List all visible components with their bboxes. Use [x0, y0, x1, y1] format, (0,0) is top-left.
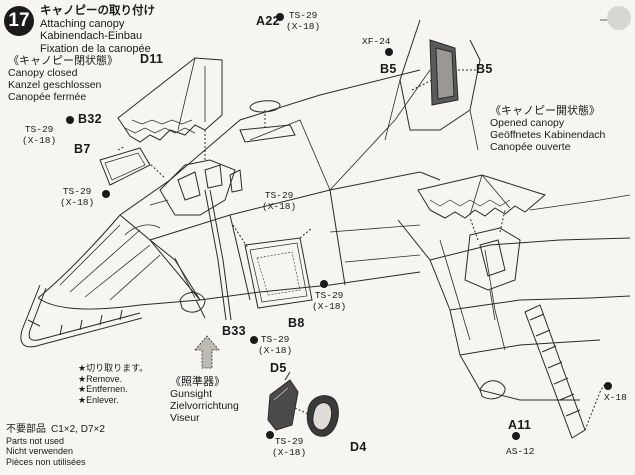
- paint-code-alt: (X-18): [312, 301, 347, 312]
- gunsight-fr: Viseur: [170, 412, 200, 424]
- canopy-d11: [117, 57, 223, 160]
- step-title-en: Attaching canopy: [40, 17, 125, 30]
- fuselage-outline: [37, 69, 441, 319]
- canopy-opened-fr: Canopée ouverte: [490, 141, 571, 153]
- paint-callout-b33: TS-29 (X-18): [258, 334, 292, 356]
- paint-code: TS-29: [288, 10, 318, 21]
- paint-callout-as12: AS-12: [506, 446, 535, 457]
- step-number-badge: 17: [4, 6, 34, 36]
- unused-parts-jp: 不要部品: [6, 424, 46, 435]
- canopy-closed-en: Canopy closed: [8, 67, 78, 79]
- canopy-opened-label: 《キャノピー開状態》 Opened canopy Geöffnetes Kabi…: [490, 105, 605, 153]
- canopy-opened-en: Opened canopy: [490, 117, 565, 129]
- paint-code-alt: (X-18): [60, 197, 95, 208]
- detail-top-right: [384, 19, 630, 151]
- canopy-closed-jp: 《キャノピー閉状態》: [8, 55, 118, 67]
- gunsight-en: Gunsight: [170, 388, 213, 400]
- cockpit-area: [124, 159, 243, 236]
- paint-code: TS-29: [264, 190, 294, 201]
- paint-dot-icon: [276, 13, 284, 21]
- part-a22: [239, 100, 296, 143]
- remove-note: ★切り取ります。 ★Remove. ★Entfernen. ★Enlever.: [78, 363, 148, 405]
- step-title-jp: キャノピーの取り付け: [40, 5, 155, 17]
- paint-code: TS-29: [24, 124, 54, 135]
- paint-callout-d4: TS-29 (X-18): [272, 436, 306, 458]
- paint-dot-icon: [250, 336, 258, 344]
- paint-callout-a22: TS-29 (X-18): [286, 10, 320, 32]
- part-label-b5-right: B5: [476, 62, 493, 76]
- paint-code-alt: (X-18): [22, 135, 57, 146]
- canopy-opened-de: Geöffnetes Kabinendach: [490, 129, 606, 141]
- part-label-b33: B33: [222, 324, 246, 338]
- paint-callout-b32: TS-29 (X-18): [22, 124, 56, 146]
- fuselage-right: [397, 194, 631, 401]
- part-label-a11: A11: [508, 418, 532, 432]
- part-b7: [99, 145, 166, 186]
- page-corner-mark: [607, 6, 631, 30]
- step-title: キャノピーの取り付け Attaching canopy Kabinendach-…: [40, 5, 155, 55]
- gunsight-jp: 《照準器》: [170, 376, 225, 388]
- paint-code: TS-29: [314, 290, 344, 301]
- part-label-d11: D11: [140, 52, 164, 66]
- remove-note-jp: ★切り取ります。: [78, 363, 149, 373]
- gunsight-de: Zielvorrichtung: [170, 400, 239, 412]
- part-label-b8: B8: [288, 316, 305, 330]
- step-title-fr: Fixation de la canopée: [40, 42, 151, 55]
- unused-parts-fr: Pièces non utilisées: [6, 456, 86, 467]
- part-label-b5-left: B5: [380, 62, 397, 76]
- remove-note-fr: ★Enlever.: [78, 394, 119, 405]
- paint-dot-icon: [320, 280, 328, 288]
- unused-parts-note: 不要部品 C1×2, D7×2 Parts not used Nicht ver…: [6, 424, 105, 467]
- gunsight-label: 《照準器》 Gunsight Zielvorrichtung Viseur: [170, 376, 239, 424]
- part-a11-ladder: [524, 304, 605, 439]
- remove-note-en: ★Remove.: [78, 373, 123, 384]
- canopy-closed-label: 《キャノピー閉状態》 Canopy closed Kanzel geschlos…: [8, 55, 118, 103]
- paint-dot-icon: [604, 382, 612, 390]
- paint-code-alt: (X-18): [272, 447, 307, 458]
- part-b33: [204, 189, 232, 321]
- unused-parts-list: C1×2, D7×2: [51, 424, 105, 435]
- part-label-a22: A22: [256, 14, 280, 28]
- paint-code: TS-29: [62, 186, 92, 197]
- part-label-b32: B32: [78, 112, 102, 126]
- part-label-b7: B7: [74, 142, 91, 156]
- paint-dot-icon: [266, 431, 274, 439]
- paint-code-alt: (X-18): [258, 345, 293, 356]
- paint-callout-mid: TS-29 (X-18): [262, 190, 296, 212]
- paint-dot-icon: [66, 116, 74, 124]
- nose-ladder: [20, 284, 143, 348]
- paint-code: TS-29: [274, 436, 304, 447]
- paint-callout-b8: TS-29 (X-18): [312, 290, 346, 312]
- canopy-opened-jp: 《キャノピー開状態》: [490, 105, 600, 117]
- paint-dot-icon: [102, 190, 110, 198]
- canopy-closed-fr: Canopée fermée: [8, 91, 87, 103]
- paint-code-alt: (X-18): [286, 21, 321, 32]
- unused-parts-de: Nicht verwenden: [6, 446, 74, 456]
- part-b8: [232, 224, 313, 309]
- paint-callout-xf24: XF-24: [362, 36, 391, 47]
- paint-dot-icon: [512, 432, 520, 440]
- remove-note-de: ★Entfernen.: [78, 384, 128, 394]
- paint-callout-x18: X-18: [604, 392, 627, 403]
- part-label-d5: D5: [270, 361, 287, 375]
- part-label-d4: D4: [350, 440, 367, 454]
- paint-code: TS-29: [260, 334, 290, 345]
- paint-dot-icon: [385, 48, 393, 56]
- direction-arrow-icon: [194, 335, 220, 369]
- step-title-de: Kabinendach-Einbau: [40, 30, 143, 42]
- gunsight-parts: [267, 371, 339, 437]
- paint-code-alt: (X-18): [262, 201, 297, 212]
- canopy-closed-de: Kanzel geschlossen: [8, 79, 102, 91]
- unused-parts-en: Parts not used: [6, 435, 65, 446]
- canopy-open: [417, 174, 547, 219]
- cockpit-open: [464, 209, 521, 321]
- paint-callout-b7: TS-29 (X-18): [60, 186, 94, 208]
